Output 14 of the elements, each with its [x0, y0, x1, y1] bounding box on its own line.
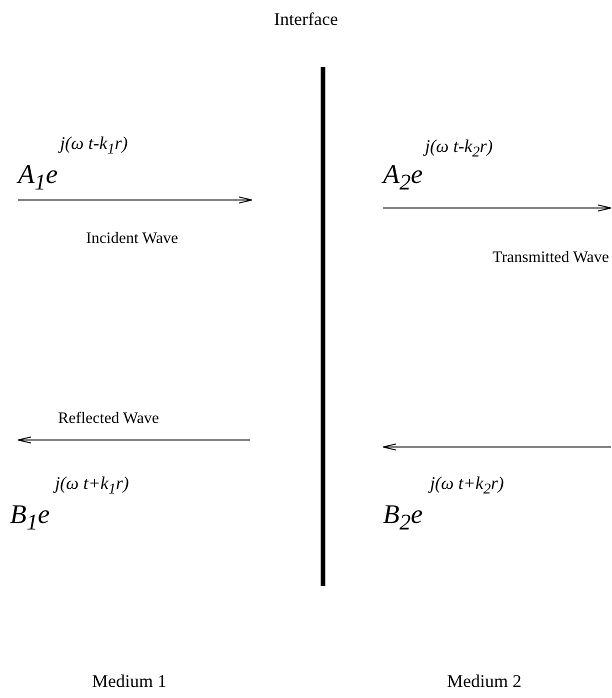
- wave-amplitude: A$_{1}$e: [18, 160, 58, 196]
- wave-amplitude: B$_{1}$e: [10, 500, 50, 536]
- phase-exponent: j(ω t-k$_{1}$r): [60, 134, 128, 158]
- wave-caption: Transmitted Wave: [492, 249, 609, 267]
- medium-label: Medium 1: [92, 672, 166, 692]
- wave-amplitude: B$_{2}$e: [383, 500, 423, 536]
- phase-exponent: j(ω t+k$_{2}$r): [430, 474, 504, 498]
- wave-caption: Reflected Wave: [58, 410, 160, 428]
- phase-exponent: j(ω t+k$_{1}$r): [55, 474, 129, 498]
- medium-label: Medium 2: [447, 672, 522, 692]
- phase-exponent: j(ω t-k$_{2}$r): [425, 137, 493, 162]
- wave-caption: Incident Wave: [86, 230, 178, 248]
- wave-amplitude: A$_{2}$e: [383, 160, 423, 196]
- heading-label: Interface: [274, 10, 338, 30]
